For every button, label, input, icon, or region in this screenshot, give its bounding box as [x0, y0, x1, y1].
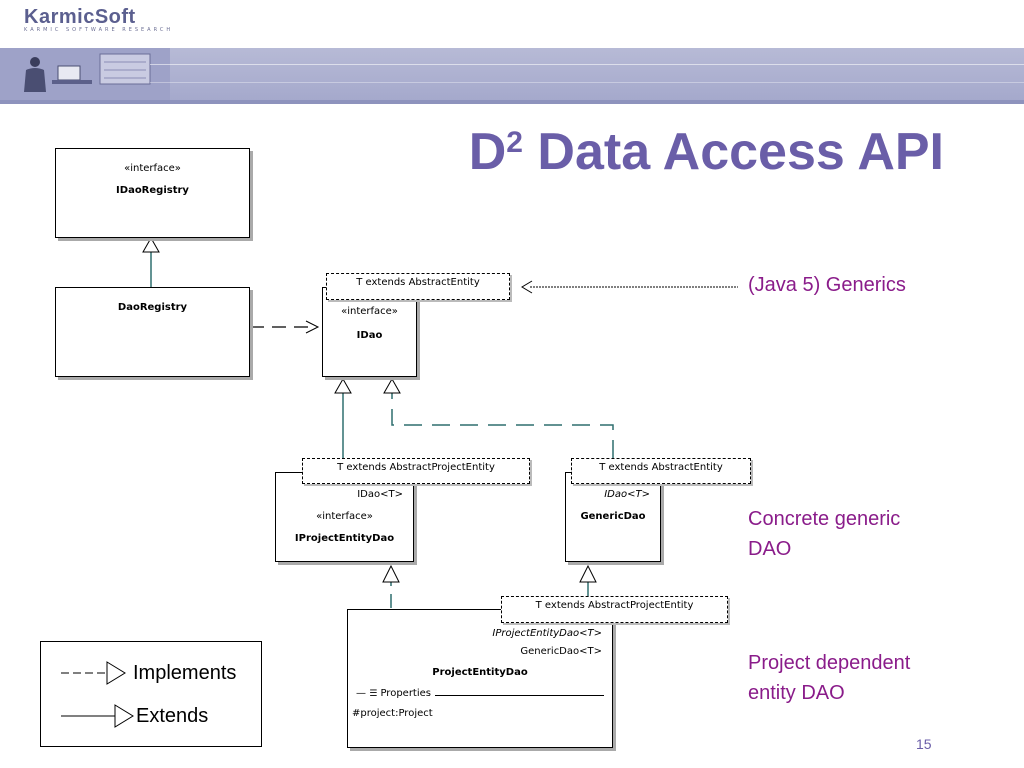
uml-class-daoregistry: DaoRegistry	[55, 287, 250, 377]
legend-extends: Extends	[136, 705, 209, 727]
annotation-project: Project dependent entity DAO	[748, 648, 910, 708]
realizes-label: IDao<T>	[357, 489, 403, 500]
class-name: GenericDao	[580, 511, 646, 522]
uml-interface-iprojectentitydao: IDao<T> «interface» IProjectEntityDao	[275, 472, 414, 562]
banner-strip	[0, 100, 1024, 104]
legend: Implements Extends	[40, 641, 262, 747]
header-banner	[0, 48, 1024, 100]
annotation-concrete: Concrete generic DAO	[748, 504, 900, 564]
logo-tagline: KARMIC SOFTWARE RESEARCH	[24, 27, 174, 33]
realizes-label: IProjectEntityDao<T>	[492, 628, 602, 639]
annotation-generics: (Java 5) Generics	[748, 274, 906, 296]
uml-class-projectentitydao: IProjectEntityDao<T> GenericDao<T> Proje…	[347, 609, 613, 748]
compartment-divider	[352, 695, 604, 696]
template-parameter: T extends AbstractProjectEntity	[501, 596, 728, 623]
annotation-line: Concrete generic	[748, 508, 901, 530]
properties-section: — ☰ Properties	[352, 688, 435, 699]
page-number: 15	[916, 736, 932, 752]
stereotype-label: «interface»	[124, 163, 181, 174]
logo-name: KarmicSoft	[24, 6, 136, 28]
legend-implements: Implements	[133, 662, 237, 684]
template-parameter: T extends AbstractEntity	[571, 458, 751, 484]
section-label: Properties	[380, 688, 431, 699]
banner-divider	[150, 82, 1024, 83]
uml-interface-idao: «interface» IDao	[322, 287, 417, 377]
annotation-line: DAO	[748, 538, 792, 560]
stereotype-label: «interface»	[316, 511, 373, 522]
class-name: IDaoRegistry	[116, 185, 189, 196]
template-parameter: T extends AbstractProjectEntity	[302, 458, 530, 484]
class-name: DaoRegistry	[117, 302, 188, 313]
uml-class-genericdao: IDao<T> GenericDao	[565, 472, 661, 562]
banner-divider	[150, 64, 1024, 65]
class-name: IDao	[356, 330, 383, 341]
person-at-computer-icon	[0, 48, 170, 100]
company-logo: KarmicSoft KARMIC SOFTWARE RESEARCH	[24, 6, 173, 33]
attribute-label: #project:Project	[352, 708, 433, 719]
uml-interface-idaoregistry: «interface» IDaoRegistry	[55, 148, 250, 238]
annotation-line: entity DAO	[748, 682, 845, 704]
template-parameter: T extends AbstractEntity	[326, 273, 510, 300]
class-name: IProjectEntityDao	[294, 533, 395, 544]
extends-label: GenericDao<T>	[520, 646, 602, 657]
realizes-label: IDao<T>	[604, 489, 650, 500]
annotation-line: Project dependent	[748, 652, 911, 674]
stereotype-label: «interface»	[341, 306, 398, 317]
slide-title: D2 Data Access API	[468, 123, 944, 181]
class-name: ProjectEntityDao	[432, 667, 528, 678]
legend-symbols	[61, 661, 134, 728]
